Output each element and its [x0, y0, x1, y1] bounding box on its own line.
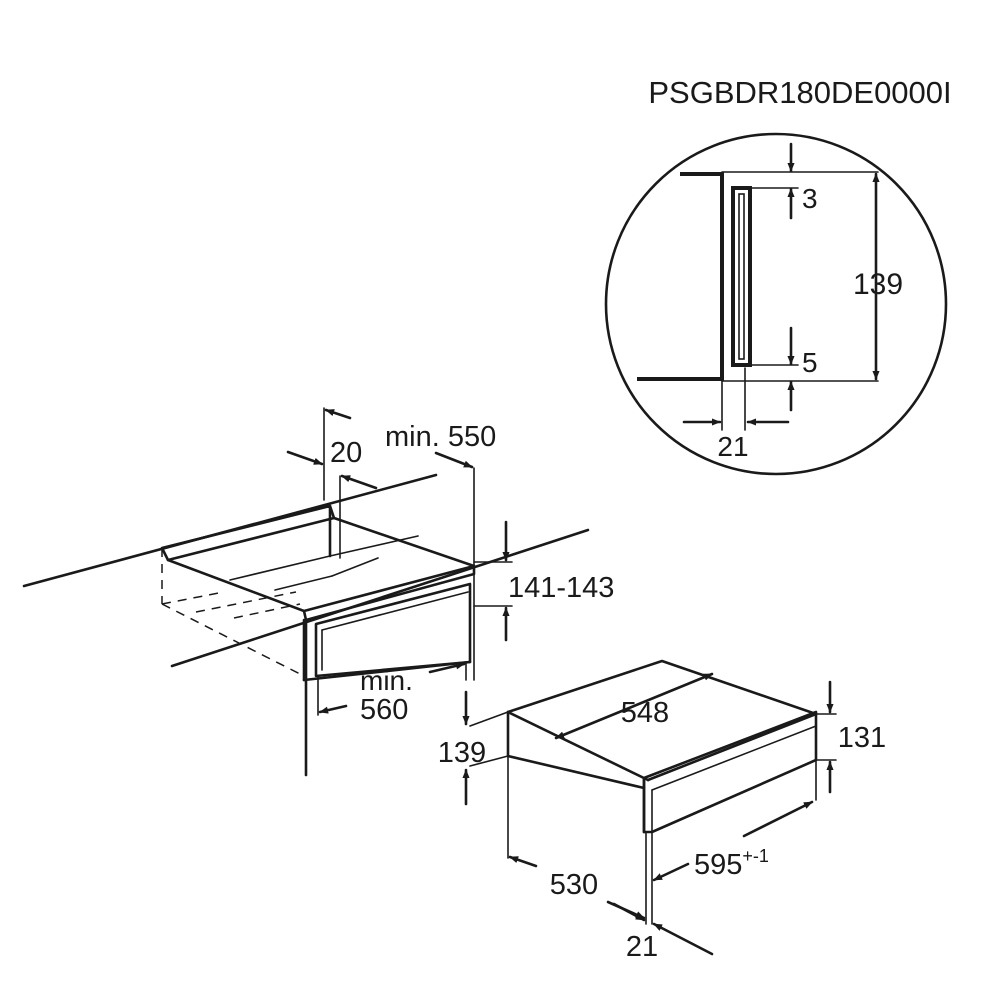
niche-view: min. 550 20 141-143 min. 560 — [22, 407, 614, 777]
detail-depth-label: 21 — [717, 431, 748, 462]
niche-height-range-label: 141-143 — [508, 572, 614, 604]
appliance-width-front-value: 595 — [694, 849, 742, 881]
niche-width-min-value: 560 — [360, 694, 408, 726]
detail-view: 3 5 139 21 — [604, 132, 948, 476]
detail-circle — [604, 132, 948, 476]
detail-gap-bottom-label: 5 — [802, 347, 818, 378]
detail-gap-top-label: 3 — [802, 183, 818, 214]
detail-height-label: 139 — [853, 268, 903, 301]
detail-cabinet-profile — [637, 172, 724, 381]
appliance-view: 548 139 131 530 595+-1 21 — [438, 659, 886, 963]
niche-worktop-front — [170, 528, 590, 668]
niche-width-min-prefix: min. — [360, 665, 413, 696]
detail-drawer-front — [731, 186, 752, 367]
appliance-depth-label: 530 — [550, 869, 598, 901]
appliance-side-height-label: 131 — [838, 722, 886, 754]
appliance-front-height-label: 139 — [438, 737, 486, 769]
appliance-width-front-label: 595+-1 — [694, 846, 769, 881]
model-code: PSGBDR180DE0000I — [648, 75, 951, 110]
appliance-front-thickness-label: 21 — [626, 931, 658, 963]
niche-offset-label: 20 — [330, 437, 362, 469]
appliance-width-tolerance: +-1 — [742, 846, 769, 866]
appliance-width-top-label: 548 — [621, 697, 669, 729]
niche-depth-min-label: min. 550 — [385, 421, 496, 453]
